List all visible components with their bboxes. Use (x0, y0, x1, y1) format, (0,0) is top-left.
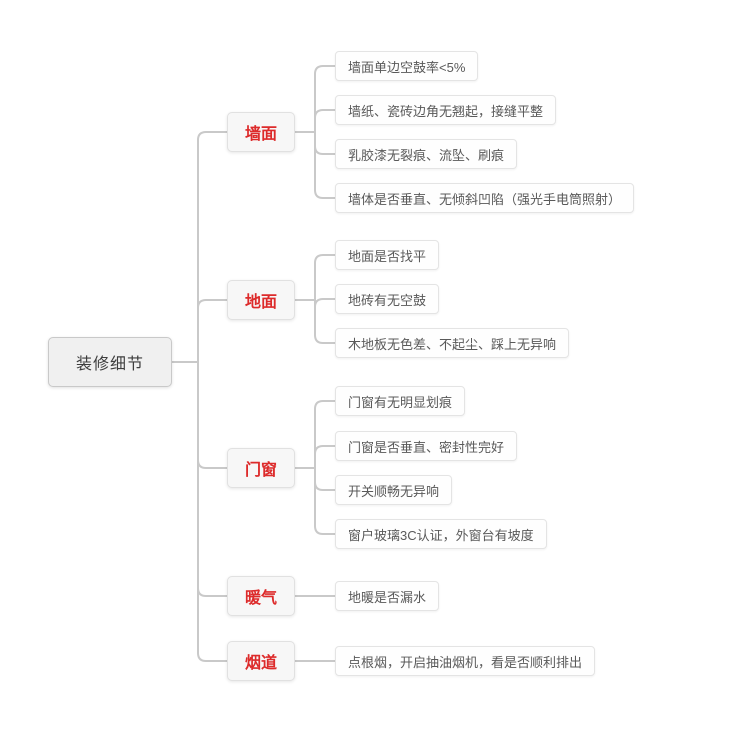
leaf-node[interactable]: 点根烟，开启抽油烟机，看是否顺利排出 (335, 646, 596, 676)
root-node[interactable]: 装修细节 (48, 337, 172, 387)
branch-node[interactable]: 地面 (227, 280, 295, 320)
branch-node[interactable]: 烟道 (227, 641, 295, 681)
leaf-node[interactable]: 地暖是否漏水 (335, 581, 440, 611)
leaf-node[interactable]: 窗户玻璃3C认证，外窗台有坡度 (335, 519, 547, 549)
leaf-node[interactable]: 地面是否找平 (335, 240, 440, 270)
leaf-node[interactable]: 门窗有无明显划痕 (335, 386, 466, 416)
leaf-node[interactable]: 乳胶漆无裂痕、流坠、刷痕 (335, 139, 518, 169)
leaf-node[interactable]: 墙面单边空鼓率<5% (335, 51, 479, 81)
leaf-node[interactable]: 开关顺畅无异响 (335, 475, 453, 505)
leaf-node[interactable]: 门窗是否垂直、密封性完好 (335, 431, 518, 461)
branch-node[interactable]: 门窗 (227, 448, 295, 488)
branch-node[interactable]: 暖气 (227, 576, 295, 616)
branch-node[interactable]: 墙面 (227, 112, 295, 152)
leaf-node[interactable]: 地砖有无空鼓 (335, 284, 440, 314)
leaf-node[interactable]: 木地板无色差、不起尘、踩上无异响 (335, 328, 570, 358)
connector-path (172, 65, 335, 662)
root-node-label: 装修细节 (75, 356, 144, 373)
leaf-node[interactable]: 墙纸、瓷砖边角无翘起，接缝平整 (335, 95, 557, 125)
leaf-node[interactable]: 墙体是否垂直、无倾斜凹陷（强光手电筒照射） (335, 183, 635, 213)
